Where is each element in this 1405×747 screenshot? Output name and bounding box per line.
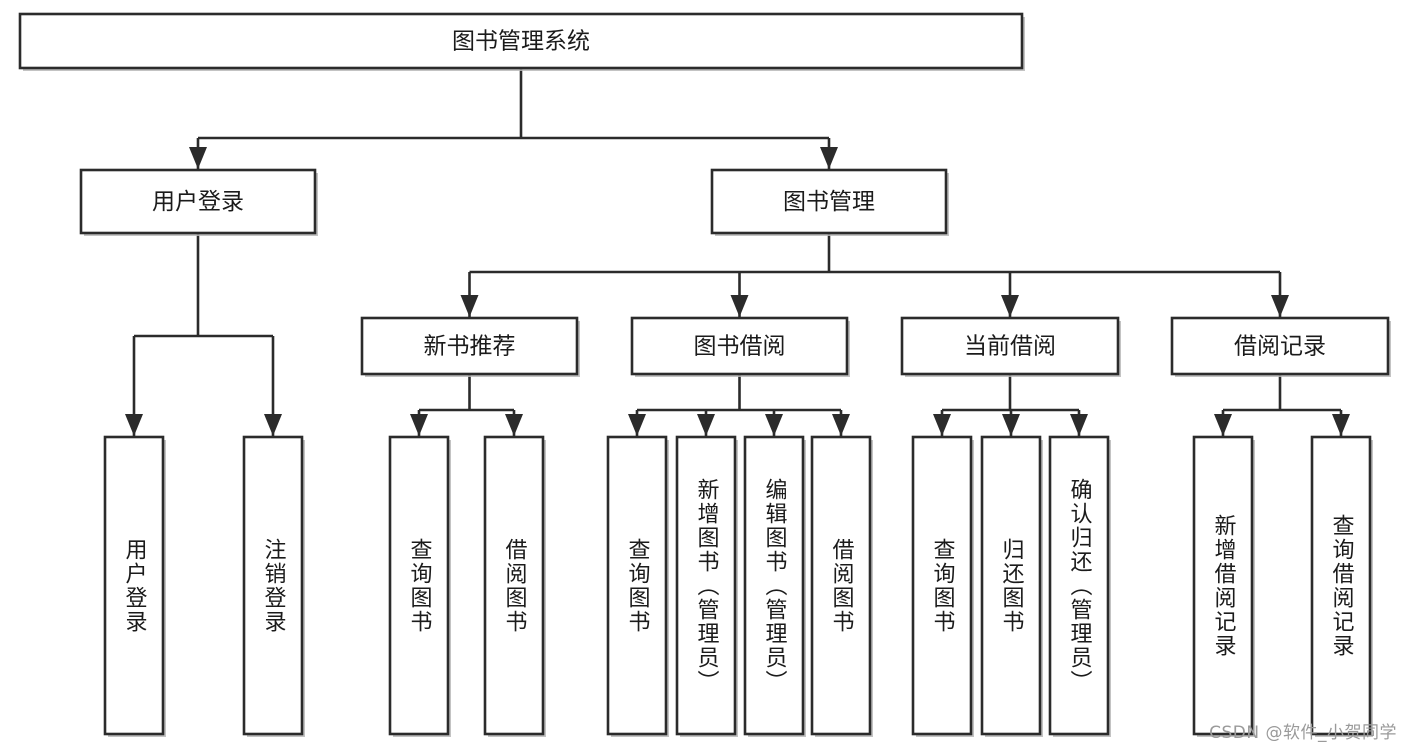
node-leaf-borrow-query-book[interactable]	[606, 435, 668, 736]
arrow-head-icon	[730, 295, 749, 317]
node-label: 图书管理系统	[452, 29, 590, 55]
arrow-head-icon	[460, 295, 479, 317]
node-leaf-borrow-edit-book[interactable]	[743, 435, 805, 736]
node-leaf-cur-query-book[interactable]	[911, 435, 973, 736]
node-root-root[interactable]	[18, 12, 1024, 70]
node-label: 当前借阅	[964, 334, 1056, 360]
arrow-head-icon	[505, 414, 523, 436]
csdn-watermark: CSDN @软件_小贺同学	[1209, 723, 1397, 743]
node-leaf-cur-return-book[interactable]	[980, 435, 1042, 736]
node-leaf-rec-add-record[interactable]	[1192, 435, 1254, 736]
arrow-head-icon	[697, 414, 715, 436]
node-label: 用户登录	[152, 189, 244, 215]
arrow-head-icon	[1070, 414, 1088, 436]
arrow-head-icon	[189, 147, 207, 169]
node-label: 图书管理	[783, 189, 875, 215]
arrow-head-icon	[1001, 295, 1019, 317]
node-leaf-rec-query-record[interactable]	[1310, 435, 1372, 736]
node-leaf-rec-borrow-book[interactable]	[483, 435, 545, 736]
node-label: 图书借阅	[694, 334, 786, 360]
node-leaf-user-logout[interactable]	[242, 435, 304, 736]
node-leaf-rec-query-book[interactable]	[388, 435, 450, 736]
arrow-head-icon	[628, 414, 646, 436]
arrow-head-icon	[820, 147, 838, 169]
node-label: 新书推荐	[424, 334, 516, 360]
node-book-borrow[interactable]	[630, 316, 849, 376]
arrow-head-icon	[832, 414, 850, 436]
node-new-book-rec[interactable]	[360, 316, 579, 376]
node-user-login[interactable]	[79, 168, 317, 235]
node-leaf-cur-confirm-return[interactable]	[1048, 435, 1110, 736]
arrow-head-icon	[125, 414, 143, 436]
arrow-head-icon	[1271, 295, 1289, 317]
arrow-head-icon	[1214, 414, 1232, 436]
node-label: 借阅记录	[1234, 334, 1326, 360]
arrow-head-icon	[1002, 414, 1020, 436]
arrow-head-icon	[264, 414, 282, 436]
node-book-manage[interactable]	[710, 168, 948, 235]
arrow-head-icon	[1332, 414, 1350, 436]
node-leaf-user-login[interactable]	[103, 435, 165, 736]
node-current-borrow[interactable]	[900, 316, 1120, 376]
node-leaf-borrow-add-book[interactable]	[675, 435, 737, 736]
node-borrow-record[interactable]	[1170, 316, 1390, 376]
arrow-head-icon	[765, 414, 783, 436]
arrow-head-icon	[410, 414, 428, 436]
node-leaf-borrow-borrow-book[interactable]	[810, 435, 872, 736]
arrow-head-icon	[933, 414, 951, 436]
